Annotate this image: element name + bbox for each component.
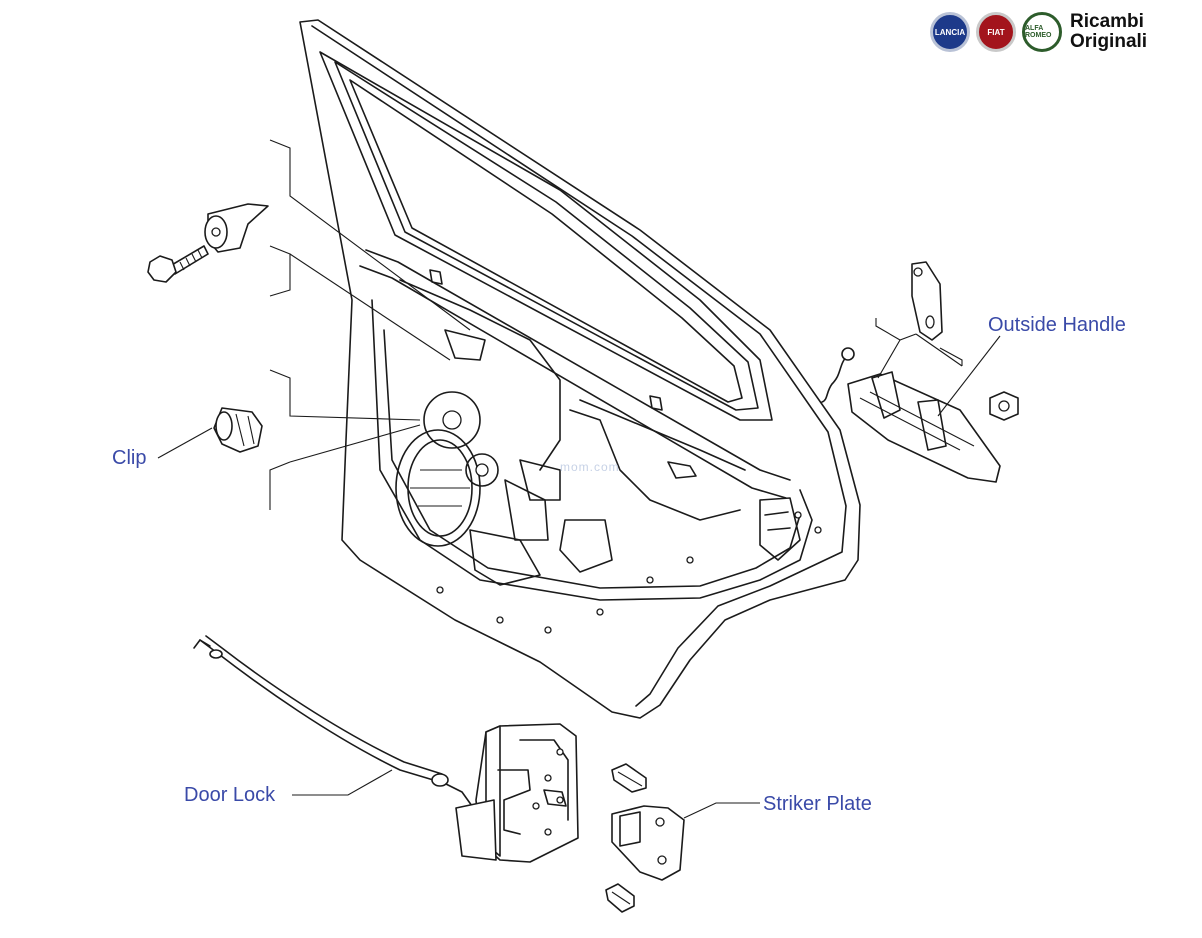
brand-line-2: Originali	[1070, 31, 1148, 52]
lancia-logo-text: LANCIA	[934, 27, 966, 37]
fiat-logo-text: FIAT	[987, 27, 1005, 37]
label-striker-plate: Striker Plate	[763, 793, 872, 815]
alfa-logo-text: ALFA ROMEO	[1025, 25, 1052, 39]
brand-tagline: Ricambi Originali	[1070, 12, 1147, 52]
handle-nut	[989, 391, 1019, 421]
striker-plate-leader-line	[683, 802, 760, 819]
clip-leader-line	[157, 427, 213, 459]
alfa-romeo-logo: ALFA ROMEO	[1022, 12, 1062, 52]
outside-handle-part	[821, 261, 1001, 483]
brand-logo-group: LANCIA FIAT ALFA ROMEO Ricambi Originali	[930, 12, 1147, 52]
label-door-lock: Door Lock	[184, 784, 276, 806]
striker-screw-top	[611, 763, 647, 793]
lancia-logo: LANCIA	[930, 12, 970, 52]
lock-cable	[193, 635, 473, 813]
fastener-group	[147, 203, 269, 283]
fiat-logo: FIAT	[976, 12, 1016, 52]
door-lock-leader-line	[292, 769, 393, 796]
striker-screw-bottom	[605, 883, 635, 913]
watermark-text: mom.com	[560, 460, 620, 474]
striker-plate-part	[611, 805, 685, 881]
door-shell	[299, 19, 861, 719]
leader-brackets	[269, 139, 471, 510]
clip-part	[213, 407, 263, 453]
label-clip: Clip	[112, 447, 147, 469]
label-outside-handle: Outside Handle	[988, 314, 1126, 336]
brand-line-1: Ricambi	[1070, 11, 1144, 32]
door-lock-part	[455, 723, 579, 863]
outside-handle-leader-line	[937, 335, 1001, 417]
